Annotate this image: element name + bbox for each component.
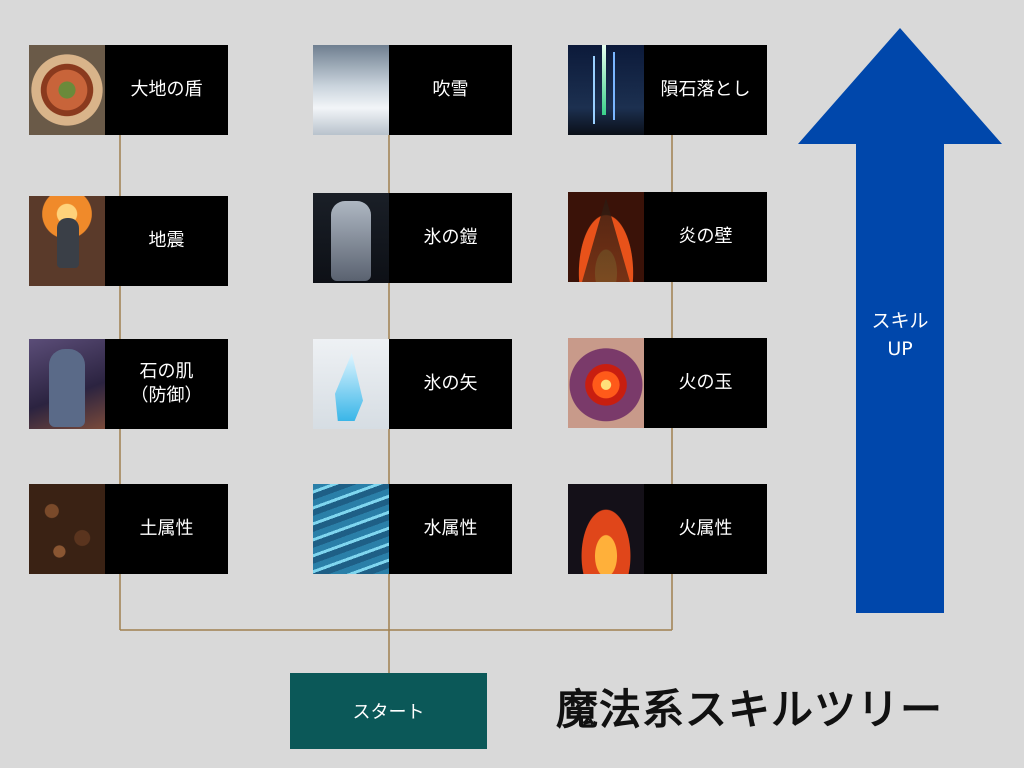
- ice-crystal-image: [313, 339, 389, 429]
- skill-node-earth-attribute[interactable]: 土属性: [29, 484, 228, 574]
- skill-label: 隕石落とし: [660, 78, 751, 100]
- skill-up-label: スキル UP: [871, 310, 929, 360]
- skill-label: 石の肌 （防御）: [130, 360, 203, 406]
- skill-label: 水属性: [423, 517, 478, 539]
- soil-image: [29, 484, 105, 574]
- skill-label: 火属性: [678, 517, 733, 539]
- skill-label: 炎の壁: [678, 225, 733, 247]
- page-title: 魔法系スキルツリー: [556, 685, 944, 734]
- skill-node-stone-skin[interactable]: 石の肌 （防御）: [29, 339, 228, 429]
- stone-giant-image: [29, 339, 105, 429]
- skill-node-meteor[interactable]: 隕石落とし: [568, 45, 767, 135]
- skill-node-water-attribute[interactable]: 水属性: [313, 484, 512, 574]
- ice-knight-image: [313, 193, 389, 283]
- meteor-image: [568, 45, 644, 135]
- skill-label: 地震: [148, 229, 185, 251]
- skill-node-fire-attribute[interactable]: 火属性: [568, 484, 767, 574]
- earthquake-image: [29, 196, 105, 286]
- skill-label: 火の玉: [678, 371, 733, 393]
- skill-node-fireball[interactable]: 火の玉: [568, 338, 767, 428]
- skill-label: 氷の鎧: [423, 226, 478, 248]
- skill-node-earthquake[interactable]: 地震: [29, 196, 228, 286]
- blizzard-image: [313, 45, 389, 135]
- skill-up-arrow-icon: [798, 28, 1002, 613]
- skill-node-blizzard[interactable]: 吹雪: [313, 45, 512, 135]
- fire-wall-image: [568, 192, 644, 282]
- start-node[interactable]: スタート: [290, 673, 487, 749]
- skill-label: 大地の盾: [130, 78, 203, 100]
- skill-label: 氷の矢: [423, 372, 478, 394]
- skill-label: 土属性: [139, 517, 194, 539]
- skill-node-earth-shield[interactable]: 大地の盾: [29, 45, 228, 135]
- bonfire-image: [568, 484, 644, 574]
- skill-node-ice-armor[interactable]: 氷の鎧: [313, 193, 512, 283]
- water-image: [313, 484, 389, 574]
- fireball-image: [568, 338, 644, 428]
- earth-shield-image: [29, 45, 105, 135]
- skill-label: 吹雪: [432, 78, 469, 100]
- skill-node-ice-arrow[interactable]: 氷の矢: [313, 339, 512, 429]
- skill-node-fire-wall[interactable]: 炎の壁: [568, 192, 767, 282]
